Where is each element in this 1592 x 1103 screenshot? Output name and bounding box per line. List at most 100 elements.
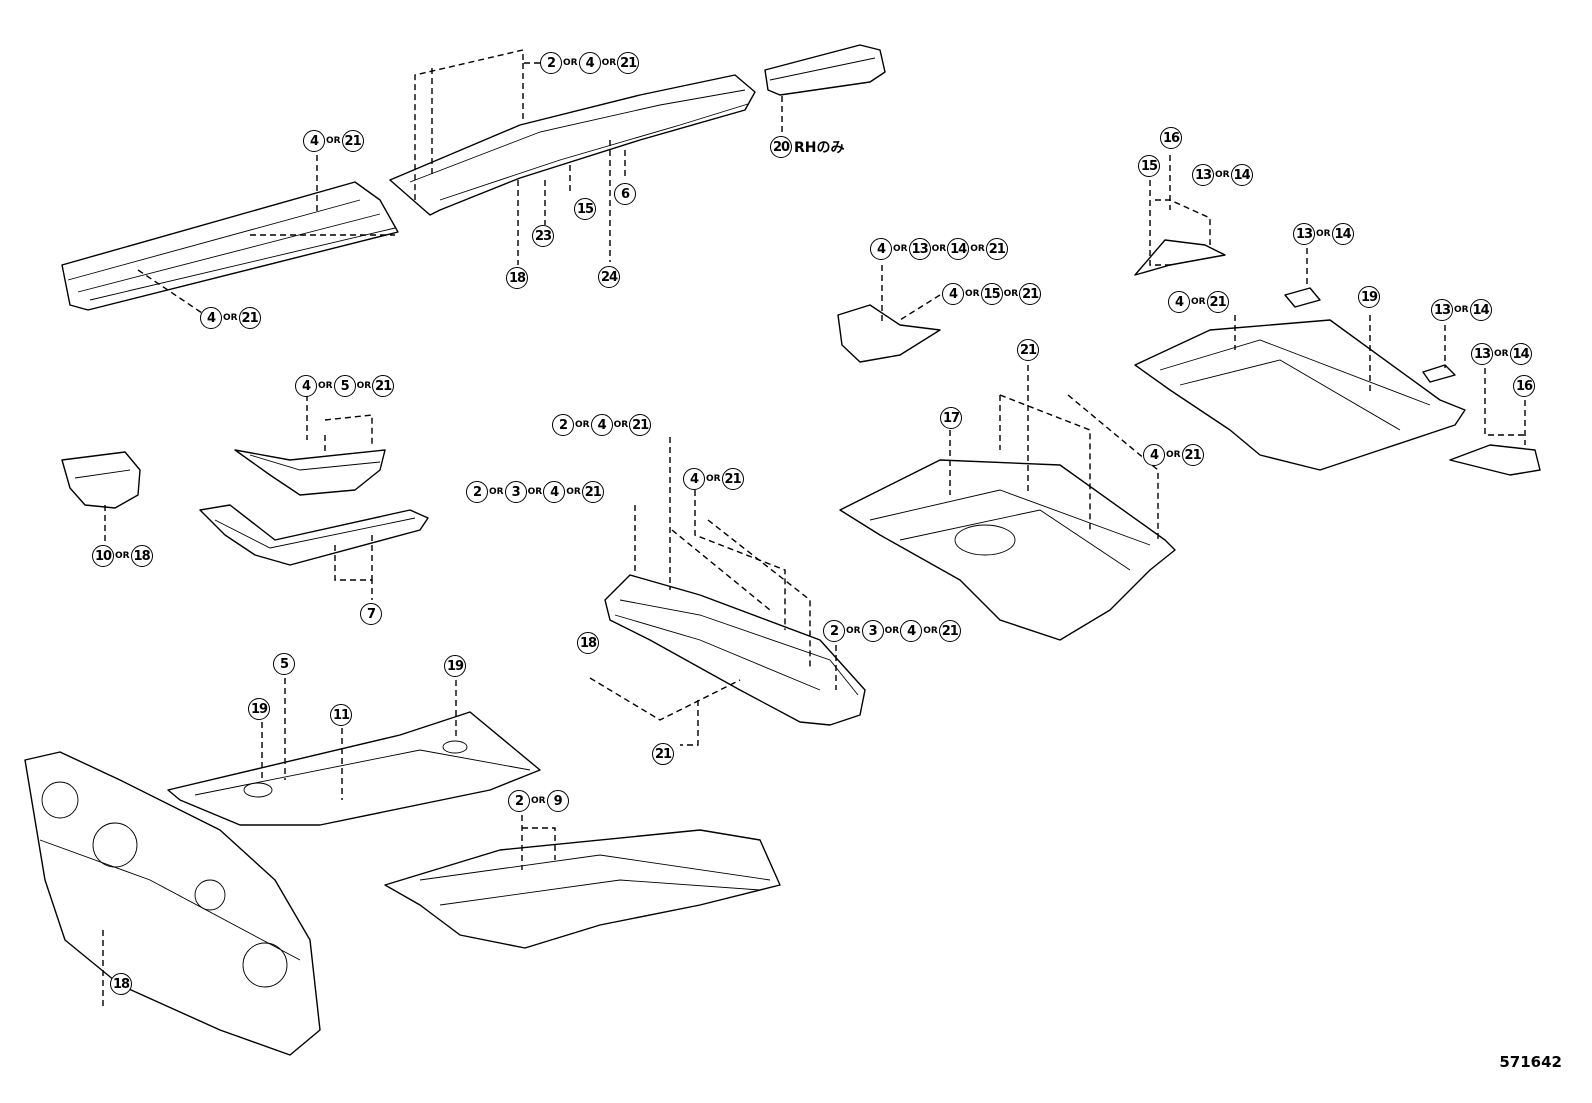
or-connector: OR [527,487,543,497]
part-number: 21 [985,238,1008,260]
part-number: 11 [330,704,352,726]
callout-c07: 18 [506,267,528,289]
floor-reinforcement [837,304,941,363]
part-number: 21 [1017,339,1039,361]
part-number: 5 [273,653,295,675]
or-connector: OR [1316,229,1331,239]
part-number: 4 [200,307,222,329]
part-number: 2 [540,52,562,74]
part-number: 18 [110,973,132,995]
or-connector: OR [970,244,985,254]
callout-c08: 24 [598,266,620,288]
part-number: 16 [1160,127,1182,149]
or-connector: OR [613,420,629,430]
callout-c34: 19 [444,655,466,677]
rear-side-member-rail [61,181,399,311]
callout-c11: 15 [1138,155,1160,177]
front-side-member-rail [389,74,756,216]
part-number: 21 [581,481,604,503]
callout-c36: 11 [330,704,352,726]
or-connector: OR [1003,289,1019,299]
part-number: 4 [590,414,613,436]
or-connector: OR [223,313,238,323]
part-number: 21 [617,52,640,74]
part-number: 3 [504,481,527,503]
or-connector: OR [706,474,721,484]
part-number: 18 [506,267,528,289]
part-number: 17 [940,407,962,429]
or-connector: OR [884,626,900,636]
or-connector: OR [575,420,590,430]
floor-sill-lower [199,504,429,566]
or-connector: OR [965,289,980,299]
callout-c22: 17 [940,407,962,429]
floor-bracket-left [61,451,141,509]
floor-sill-upper [234,449,386,496]
part-number: 4 [900,620,923,642]
part-number: 18 [130,545,153,567]
part-number: 15 [574,198,596,220]
part-number: 21 [938,620,961,642]
part-number: 14 [1509,343,1532,365]
callout-c38: 18 [110,973,132,995]
rear-bracket-bottom [1449,444,1541,476]
or-connector: OR [318,381,333,391]
or-connector: OR [893,244,908,254]
part-number: 5 [333,375,356,397]
part-number: 4 [683,468,705,490]
part-note: RHのみ [794,140,845,156]
callout-c04: 6 [614,183,636,205]
part-number: 21 [1206,291,1229,313]
callout-c20: 16 [1513,375,1535,397]
part-number: 21 [652,743,674,765]
front-floor-panel [167,711,541,826]
callout-c30: 18 [577,632,599,654]
or-connector: OR [1215,170,1230,180]
or-connector: OR [531,796,546,806]
part-number: 23 [532,225,554,247]
part-number: 14 [1469,299,1492,321]
or-connector: OR [846,626,861,636]
or-connector: OR [563,58,578,68]
or-connector: OR [1494,349,1509,359]
part-number: 4 [1143,444,1165,466]
part-number: 4 [303,130,325,152]
or-connector: OR [1166,450,1181,460]
callout-c17: 19 [1358,286,1380,308]
part-number: 4 [870,238,892,260]
part-number: 2 [552,414,574,436]
part-number: 7 [360,603,382,625]
part-number: 21 [721,468,744,490]
dash-panel [24,751,321,1056]
part-number: 20 [770,136,792,158]
callout-c26: 7 [360,603,382,625]
part-number: 4 [295,375,317,397]
part-number: 4 [578,52,601,74]
part-number: 4 [543,481,566,503]
center-floor-pan [839,459,1176,641]
part-number: 2 [508,790,530,812]
side-member-extension-rh [764,44,886,96]
or-connector: OR [931,244,947,254]
part-number: 4 [1168,291,1190,313]
part-number: 13 [1471,343,1493,365]
rear-bracket-small-1 [1284,287,1321,308]
part-number: 21 [1019,283,1042,305]
part-number: 15 [1138,155,1160,177]
part-number: 21 [238,307,261,329]
part-number: 3 [861,620,884,642]
rear-bracket-small-2 [1422,364,1456,383]
